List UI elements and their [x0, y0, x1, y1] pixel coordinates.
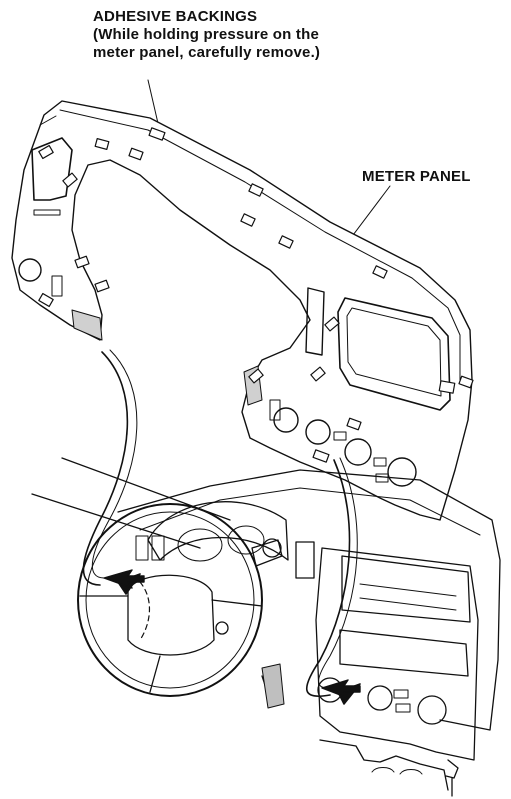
adhesive-tab: [74, 255, 90, 269]
left-slot: [33, 209, 61, 216]
lower-button-1: [333, 431, 347, 441]
adhesive-tab: [94, 279, 110, 293]
lower-button-3: [375, 473, 389, 483]
meter-panel-outline: [11, 100, 473, 521]
ignition-key-slot: [215, 621, 229, 635]
column-cover: [261, 663, 285, 709]
adhesive-tab: [38, 144, 54, 160]
stalk-knob: [262, 538, 282, 558]
meter-panel-inner-ridge-2: [39, 115, 57, 126]
climate-knob-center: [367, 685, 393, 711]
windshield-line-2: [31, 493, 201, 549]
lower-vent-circle-4: [387, 457, 417, 487]
right-motion-arrow: [305, 459, 351, 697]
radio-slot-2: [359, 597, 457, 611]
adhesive-backings-title: ADHESIVE BACKINGS: [93, 8, 258, 25]
left-motion-arrow-dashed: [139, 581, 151, 641]
left-vent-circle: [18, 258, 42, 282]
lower-console: [319, 739, 449, 791]
insertion-arrow-left: [103, 569, 145, 589]
meter-panel-inner-ridge: [59, 109, 461, 381]
adhesive-tab: [278, 235, 294, 249]
insertion-arrow-right: [321, 679, 361, 699]
adhesive-tab: [62, 172, 78, 188]
dash-top-inner: [139, 487, 481, 536]
left-dash-slot: [135, 535, 149, 561]
wiper-stalk: [251, 539, 283, 567]
adhesive-tab: [346, 417, 362, 431]
lower-switch-slot: [269, 399, 281, 421]
climate-button-1: [393, 689, 409, 699]
dashboard: [31, 457, 501, 797]
lower-vent-circle-2: [305, 419, 331, 445]
left-gauge-window: [31, 137, 73, 201]
adhesive-tab: [438, 380, 456, 394]
lower-button-2: [373, 457, 387, 467]
right-display-window-inner: [346, 307, 442, 397]
left-switch-slot: [51, 275, 63, 297]
lower-vent-circle-3: [344, 438, 372, 466]
center-tall-slot: [305, 287, 325, 356]
dash-top-outline: [117, 469, 501, 731]
adhesive-tab: [148, 127, 166, 141]
adhesive-tab: [94, 137, 110, 151]
left-flange: [71, 309, 103, 341]
radio-slot-1: [359, 583, 457, 597]
left-motion-arrow: [82, 351, 129, 586]
retaining-clip: [445, 759, 459, 797]
steering-wheel-rim-inner: [85, 511, 255, 689]
adhesive-tab: [248, 183, 264, 197]
console-switches: [371, 767, 423, 775]
adhesive-tab: [248, 368, 264, 384]
center-vent: [295, 541, 315, 579]
adhesive-backings-note-line1: (While holding pressure on the: [93, 26, 320, 43]
adhesive-tab: [312, 449, 330, 463]
meter-panel: [11, 100, 473, 521]
gauge-left: [177, 528, 223, 562]
center-stack-outline: [315, 547, 479, 761]
steering-wheel-rim: [77, 503, 263, 697]
adhesive-backings-note-line2: meter panel, carefully remove.): [93, 44, 321, 61]
cd-slot: [339, 629, 469, 677]
adhesive-backings-callout: ADHESIVE BACKINGS (While holding pressur…: [93, 8, 320, 62]
insertion-arrows: [103, 569, 361, 699]
adhesive-tab: [458, 375, 474, 389]
left-dash-slot-2: [151, 535, 165, 561]
instrument-hood: [147, 501, 289, 561]
adhesive-tab: [128, 147, 144, 161]
radio-panel: [341, 555, 471, 623]
steering-wheel-spoke-bottom: [149, 655, 161, 693]
adhesive-tab: [38, 292, 54, 308]
adhesive-backing-tabs: [38, 127, 474, 463]
steering-wheel-hub: [127, 574, 215, 656]
adhesive-tab: [324, 316, 340, 332]
meter-panel-callout: METER PANEL: [362, 168, 471, 185]
right-display-window: [337, 297, 451, 411]
climate-knob-right: [417, 695, 447, 725]
steering-wheel-spoke-right: [211, 599, 263, 607]
left-motion-arrow-outline: [91, 349, 138, 579]
adhesive-tab: [240, 213, 256, 227]
adhesive-tab: [310, 366, 326, 382]
gauge-right: [227, 525, 265, 555]
climate-button-2: [395, 703, 411, 713]
adhesive-tab: [372, 265, 388, 279]
